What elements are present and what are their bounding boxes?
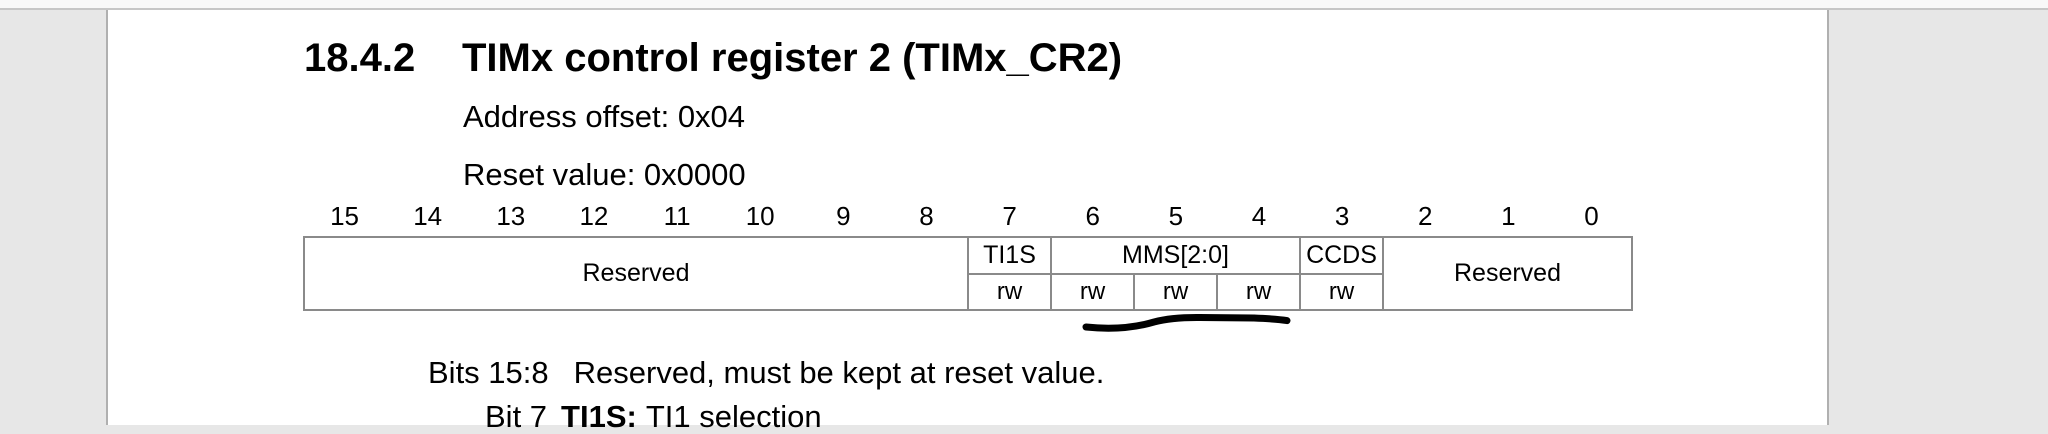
field-mms: MMS[2:0] [1050, 236, 1301, 275]
bit-label-12: 12 [579, 201, 609, 231]
access-mms-bit6: rw [1050, 273, 1135, 311]
bit-label-6: 6 [1085, 201, 1100, 231]
bit-label-9: 9 [836, 201, 851, 231]
field-ccds: CCDS [1299, 236, 1384, 275]
bit-7-description: Bit 7 TI1S:TI1 selection [485, 401, 822, 432]
bit-7-label: Bit 7 [485, 399, 548, 434]
bit-label-2: 2 [1417, 201, 1433, 231]
bit-label-7: 7 [1002, 201, 1017, 231]
field-ti1s: TI1S [967, 236, 1052, 275]
bits-15-8-text: Reserved, must be kept at reset value. [573, 355, 1105, 390]
bit-label-4: 4 [1251, 201, 1267, 231]
pdf-page: 18.4.2 TIMx control register 2 (TIMx_CR2… [106, 10, 1829, 432]
bit-label-11: 11 [663, 201, 691, 231]
section-number: 18.4.2 [304, 36, 416, 80]
viewer-top-edge [0, 0, 2048, 10]
reset-value-line: Reset value: 0x0000 [463, 157, 746, 192]
bit-7-field-name: TI1S: [561, 399, 637, 434]
hand-drawn-underline [1082, 313, 1291, 332]
access-ccds: rw [1299, 273, 1384, 311]
bit-label-5: 5 [1168, 201, 1184, 231]
bit-number-row: 15 14 13 12 11 10 9 8 7 6 5 4 3 2 1 0 [303, 203, 1633, 233]
address-offset-line: Address offset: 0x04 [463, 99, 746, 134]
bit-label-1: 1 [1501, 201, 1516, 231]
bits-15-8-label: Bits 15:8 [428, 355, 549, 390]
bit-label-3: 3 [1334, 201, 1350, 231]
bit-label-14: 14 [413, 201, 443, 231]
section-title: TIMx control register 2 (TIMx_CR2) [462, 36, 1123, 80]
bit-label-15: 15 [330, 201, 360, 231]
bit-label-8: 8 [919, 201, 934, 231]
register-bitfield-table: Reserved TI1S MMS[2:0] CCDS Reserved rw … [303, 236, 1633, 311]
bit-label-10: 10 [745, 201, 775, 231]
field-reserved-15-8: Reserved [303, 236, 969, 311]
bit-7-text: TI1 selection [645, 399, 822, 434]
access-mms-bit5: rw [1133, 273, 1218, 311]
access-mms-bit4: rw [1216, 273, 1301, 311]
access-ti1s: rw [967, 273, 1052, 311]
bit-label-13: 13 [496, 201, 526, 231]
bit-label-0: 0 [1584, 201, 1599, 231]
field-reserved-2-0: Reserved [1382, 236, 1633, 311]
bits-15-8-description: Bits 15:8 Reserved, must be kept at reset… [428, 357, 1104, 388]
